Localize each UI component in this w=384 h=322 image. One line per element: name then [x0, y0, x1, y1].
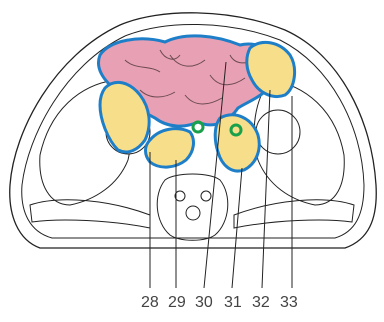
yellow-region-left — [98, 80, 151, 154]
leader-lines — [149, 61, 293, 289]
leader-32 — [261, 89, 271, 289]
sacral-foramen-2 — [200, 190, 212, 202]
yellow-region-center-left — [144, 127, 195, 169]
right-femoral-head — [255, 109, 301, 155]
green-vessel-right — [229, 123, 243, 137]
label-31: 31 — [224, 294, 242, 311]
left-ilium-outline — [39, 79, 132, 206]
yellow-region-right-top — [245, 40, 297, 98]
bowel-loops — [124, 49, 256, 105]
body-outline — [9, 12, 377, 249]
green-vessel-left — [191, 120, 205, 134]
leader-31 — [231, 167, 243, 289]
label-29: 29 — [168, 294, 186, 311]
yellow-region-center-right — [213, 113, 261, 173]
label-28: 28 — [141, 294, 159, 311]
lower-band-right — [233, 199, 355, 229]
label-33: 33 — [280, 294, 298, 311]
label-30: 30 — [195, 294, 213, 311]
leader-30 — [203, 61, 227, 289]
label-32: 32 — [252, 294, 270, 311]
lower-band-left — [29, 199, 151, 229]
sacrum-outline — [156, 173, 229, 241]
sacral-foramen-1 — [174, 190, 186, 202]
skin-inner-outline — [21, 23, 365, 239]
sacral-canal — [185, 205, 201, 221]
